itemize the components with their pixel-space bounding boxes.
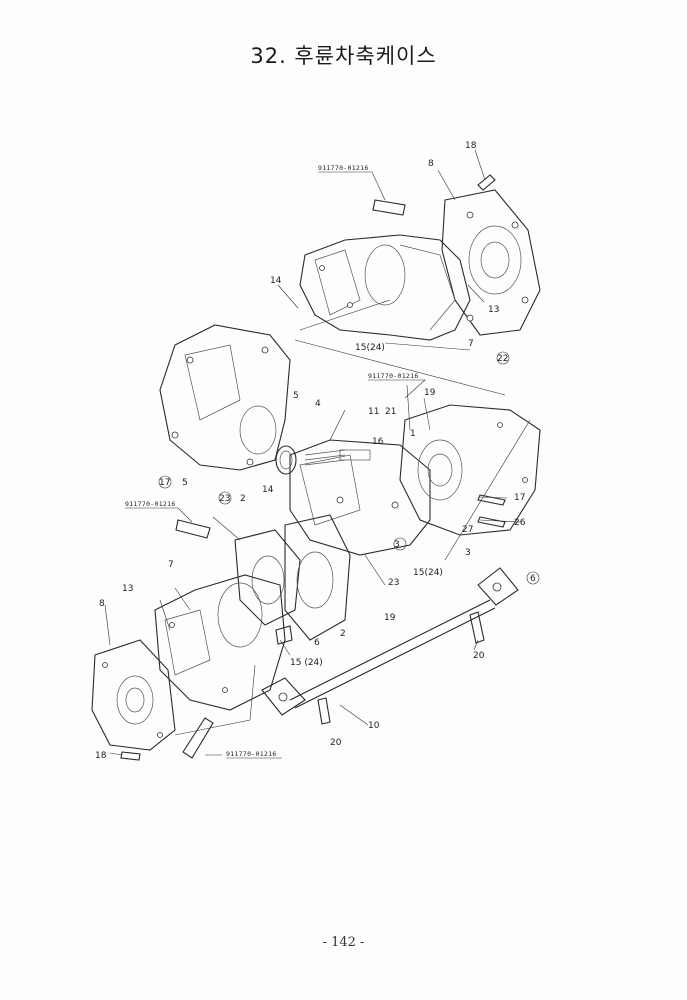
callout-23-circle: 23	[219, 494, 230, 504]
callout-21: 21	[385, 407, 396, 417]
page-title: 32. 후륜차축케이스	[250, 44, 437, 68]
bolts-17-26	[477, 494, 506, 528]
callout-1: 1	[410, 429, 416, 439]
callout-8-lower: 8	[99, 599, 105, 609]
callout-7-lower: 7	[168, 560, 174, 570]
callout-2-lower: 2	[340, 629, 346, 639]
oil-seal-5	[275, 445, 297, 475]
callout-13-upper: 13	[488, 305, 499, 315]
callout-3-circle: 3	[394, 540, 400, 550]
dowel-pin-bottom	[182, 717, 214, 759]
callout-11: 11	[368, 407, 379, 417]
circle-callout-23	[218, 491, 232, 505]
callout-13-lower: 13	[122, 584, 133, 594]
callout-20-right: 20	[473, 651, 485, 661]
callout-3-right: 3	[465, 548, 471, 558]
drain-plug-15	[275, 625, 293, 645]
callout-27: 27	[462, 525, 473, 535]
differential-housing	[159, 324, 291, 471]
callout-5-seal: 5	[293, 391, 299, 401]
callout-10: 10	[368, 721, 380, 731]
callout-6-gasket: 6	[314, 638, 320, 648]
spring-4	[304, 449, 346, 466]
leader-lines	[104, 149, 531, 756]
bolt-20-right	[469, 611, 485, 644]
callout-19-upper: 19	[424, 388, 436, 398]
circle-callout-17	[158, 475, 172, 489]
callout-23-center: 23	[388, 578, 399, 588]
callout-17-right: 17	[514, 493, 525, 503]
callout-4: 4	[315, 399, 321, 409]
callout-2-upper: 2	[240, 494, 246, 504]
bolt-20-left	[317, 697, 331, 725]
part-code-upper: 911770-01216	[318, 164, 369, 172]
gasket-flange-left	[234, 514, 351, 641]
callout-22: 22	[497, 354, 508, 364]
callout-14-lower: 14	[262, 485, 274, 495]
callout-15-24-upper: 15(24)	[355, 343, 385, 353]
axle-housing-upper	[299, 234, 471, 341]
right-axle-case	[399, 404, 541, 536]
callout-18-lower: 18	[95, 751, 107, 761]
circle-callout-22	[496, 351, 510, 365]
callout-7-upper: 7	[468, 339, 474, 349]
part-code-center: 911770-01216	[368, 372, 419, 380]
callout-17-circle: 17	[159, 478, 170, 488]
part-code-bottom: 911770-01216	[226, 750, 277, 758]
callout-18-upper: 18	[465, 141, 477, 151]
callout-8-upper: 8	[428, 159, 434, 169]
rear-cover-plate-lower	[91, 639, 176, 751]
bolt-18-lower	[120, 751, 141, 761]
callout-16: 16	[372, 437, 384, 447]
rod-flange-right	[477, 567, 519, 606]
dowel-pin-upper	[372, 199, 406, 216]
page-number: - 142 -	[322, 935, 365, 950]
circle-callout-3	[393, 537, 407, 551]
dowel-pin-lower	[175, 519, 211, 539]
rod-flange-left	[261, 677, 306, 716]
callout-14-upper: 14	[270, 276, 282, 286]
callout-26: 26	[514, 518, 526, 528]
callout-19-lower: 19	[384, 613, 396, 623]
callout-5-left: 5	[182, 478, 188, 488]
callout-15-24-center: 15(24)	[413, 568, 443, 578]
circle-callout-6	[526, 571, 540, 585]
center-axle-case	[289, 439, 431, 556]
bolt-18-upper	[477, 174, 496, 191]
callout-20-left: 20	[330, 738, 342, 748]
rear-cover-plate-upper	[441, 189, 541, 336]
part-code-left: 911770-01216	[125, 500, 176, 508]
tie-rod-10	[289, 599, 496, 709]
callout-6-circle: 6	[530, 574, 536, 584]
axle-housing-lower	[154, 574, 286, 711]
callout-15-24-lower: 15 (24)	[290, 658, 323, 668]
